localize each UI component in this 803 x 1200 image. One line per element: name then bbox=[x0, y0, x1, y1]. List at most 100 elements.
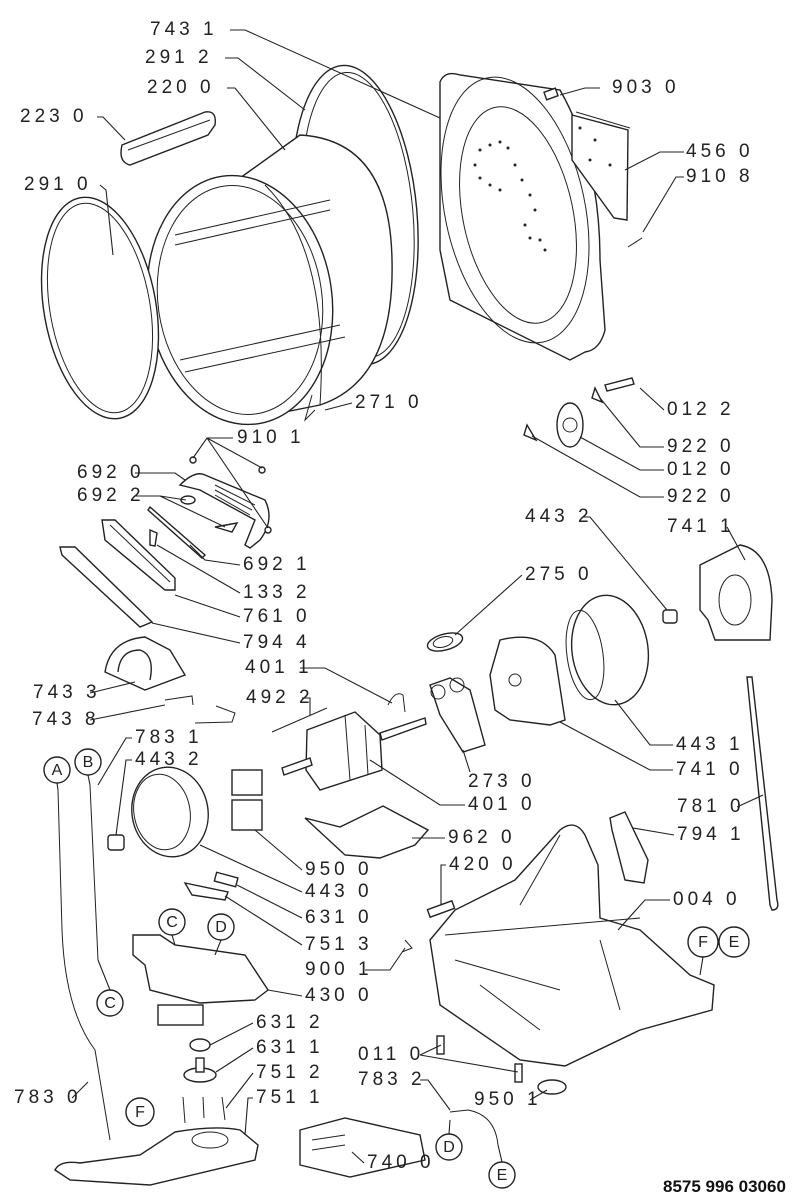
callout-label: 401 1 bbox=[245, 657, 313, 678]
callout-label: 631 0 bbox=[305, 907, 373, 928]
gasket-692-2-part bbox=[180, 495, 196, 505]
clip-401-1-part bbox=[387, 693, 406, 713]
svg-text:D: D bbox=[443, 1139, 455, 1156]
callout-labels: 743 1 291 2 220 0 223 0 291 0 903 0 456 … bbox=[14, 19, 754, 1173]
callout-label: 962 0 bbox=[448, 827, 516, 848]
leader-lines bbox=[56, 29, 764, 1164]
front-seal-ring-part bbox=[40, 196, 160, 420]
svg-text:F: F bbox=[135, 1104, 145, 1121]
connector-d: D bbox=[435, 1133, 463, 1161]
callout-label: 692 1 bbox=[243, 554, 311, 575]
callout-label: 291 0 bbox=[24, 174, 92, 195]
callout-label: 012 2 bbox=[667, 399, 735, 420]
callout-label: 291 2 bbox=[145, 47, 213, 68]
drum-roller-part bbox=[556, 402, 584, 448]
callout-label: 922 0 bbox=[667, 486, 735, 507]
sensor-631-0-part bbox=[213, 871, 239, 888]
hose-781-0-part bbox=[746, 676, 779, 911]
screw-910-8-part bbox=[627, 237, 643, 248]
tensioner-part bbox=[429, 677, 486, 753]
belt-part bbox=[304, 394, 316, 422]
condenser-part bbox=[299, 1117, 426, 1178]
callout-label: 271 0 bbox=[355, 392, 423, 413]
callout-label: 783 0 bbox=[14, 1087, 82, 1108]
wire-743-8-part bbox=[164, 695, 236, 724]
connector-d: D bbox=[207, 913, 235, 941]
motor-part bbox=[281, 711, 427, 791]
drum-part bbox=[146, 134, 393, 426]
callout-label: 220 0 bbox=[147, 77, 215, 98]
callout-label: 401 0 bbox=[468, 794, 536, 815]
heater-bracket-part bbox=[178, 473, 270, 549]
gasket-794-1-part bbox=[609, 811, 649, 884]
callout-label: 950 1 bbox=[474, 1089, 542, 1110]
electronic-module-part bbox=[571, 111, 631, 221]
o-ring-part bbox=[189, 1038, 211, 1052]
pump-part bbox=[132, 934, 269, 1004]
parts bbox=[40, 64, 779, 1186]
connector-f: F bbox=[125, 1097, 155, 1127]
callout-label: 903 0 bbox=[612, 77, 680, 98]
callout-label: 922 0 bbox=[667, 436, 735, 457]
callout-label: 741 0 bbox=[676, 759, 744, 780]
connector-e: E bbox=[718, 926, 750, 958]
filter-gasket-part bbox=[59, 546, 154, 628]
clips-751-2-part bbox=[182, 1096, 226, 1124]
connector-a: A bbox=[43, 756, 71, 784]
callout-label: 430 0 bbox=[305, 985, 373, 1006]
callout-label: 794 4 bbox=[243, 632, 311, 653]
callout-label: 443 2 bbox=[135, 749, 203, 770]
callout-label: 012 0 bbox=[667, 459, 735, 480]
hose-783-1-part bbox=[89, 784, 99, 961]
callout-label: 910 1 bbox=[237, 427, 305, 448]
hose-783-0-part bbox=[57, 789, 111, 1141]
hose-783-2-part bbox=[449, 1109, 499, 1146]
callout-label: 133 2 bbox=[243, 582, 311, 603]
callout-label: 741 1 bbox=[667, 516, 735, 537]
document-number: 8575 996 03060 bbox=[663, 1177, 786, 1196]
callout-label: 004 0 bbox=[673, 889, 741, 910]
callout-label: 761 0 bbox=[243, 606, 311, 627]
rear-panel-part bbox=[439, 72, 606, 361]
base-frame-part bbox=[429, 824, 715, 1067]
fan-wheel-443-1-part bbox=[570, 594, 650, 706]
fan-cover-part bbox=[699, 544, 773, 641]
callout-label: 794 1 bbox=[677, 824, 745, 845]
filter-housing-part bbox=[101, 519, 176, 591]
callout-label: 740 0 bbox=[367, 1152, 435, 1173]
svg-text:C: C bbox=[166, 914, 178, 931]
connector-e: E bbox=[488, 1161, 516, 1189]
clamp-443-2-left-part bbox=[107, 834, 125, 851]
callout-label: 456 0 bbox=[686, 141, 754, 162]
shield-part bbox=[304, 805, 430, 859]
connector-f: F bbox=[687, 926, 719, 958]
grommet-950-1-part bbox=[537, 1079, 567, 1095]
callout-label: 631 1 bbox=[256, 1037, 324, 1058]
wire-492-2-part bbox=[271, 707, 328, 733]
block-950-0-part bbox=[231, 769, 263, 796]
callout-label: 781 0 bbox=[677, 796, 745, 817]
pump-base-part bbox=[54, 1127, 259, 1186]
sensor-133-2-part bbox=[149, 528, 158, 547]
callout-label: 743 1 bbox=[150, 19, 218, 40]
callout-label: 443 2 bbox=[525, 506, 593, 527]
callout-label: 631 2 bbox=[256, 1012, 324, 1033]
drum-paddle-part bbox=[120, 111, 216, 166]
callout-label: 443 1 bbox=[676, 734, 744, 755]
callout-label: 275 0 bbox=[525, 564, 593, 585]
callout-label: 751 2 bbox=[256, 1062, 324, 1083]
fan-wheel-443-0-part bbox=[131, 766, 209, 858]
screw-900-1-part bbox=[401, 939, 413, 953]
svg-text:F: F bbox=[698, 934, 708, 951]
spring-part bbox=[426, 632, 464, 652]
connector-c: C bbox=[158, 908, 186, 936]
callout-label: 223 0 bbox=[20, 106, 88, 127]
svg-text:D: D bbox=[215, 919, 227, 936]
sensor-420-0-part bbox=[426, 899, 456, 919]
callout-label: 420 0 bbox=[449, 854, 517, 875]
callout-label: 743 8 bbox=[32, 709, 100, 730]
cover-743-3-part bbox=[104, 636, 187, 691]
callout-label: 492 2 bbox=[246, 687, 314, 708]
callout-label: 751 1 bbox=[256, 1087, 324, 1108]
